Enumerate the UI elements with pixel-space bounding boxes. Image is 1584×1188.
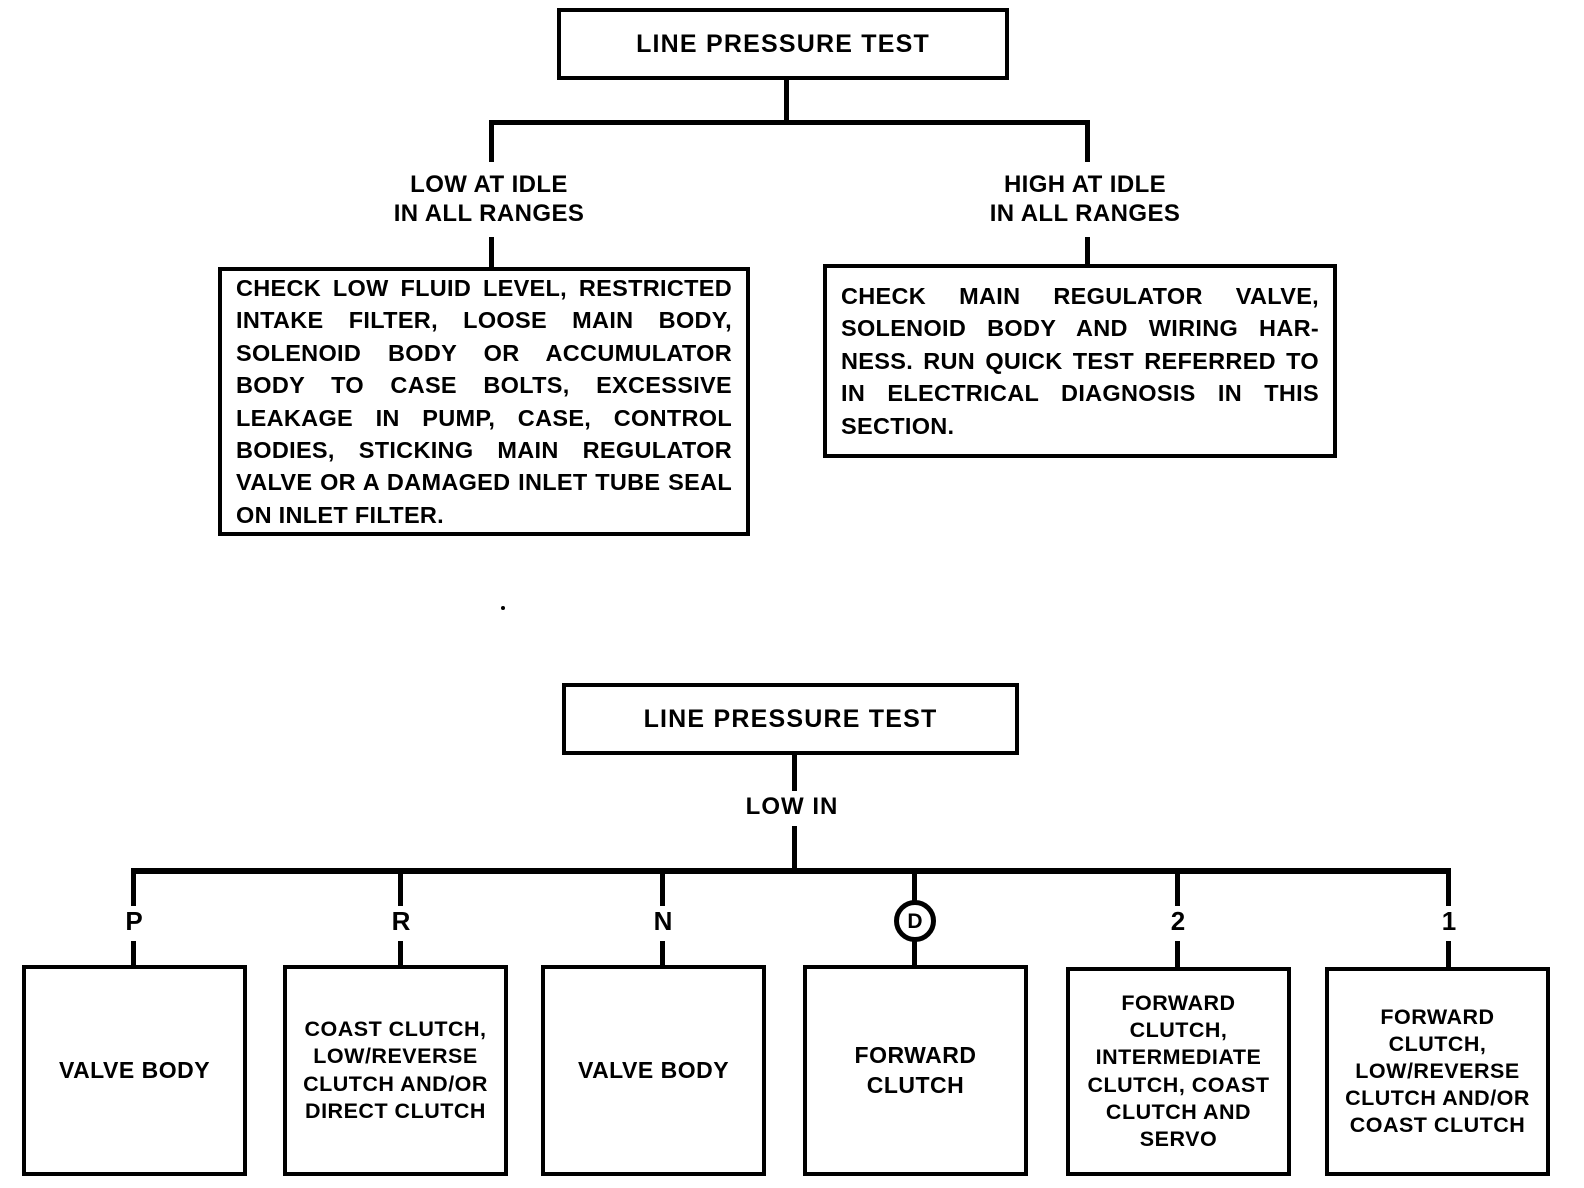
chart2-result-box-d: FORWARD CLUTCH (803, 965, 1028, 1176)
chart2-result-box-p: VALVE BODY (22, 965, 247, 1176)
chart1-right-branch-line-bottom (1085, 237, 1090, 269)
chart2-result-text-p: VALVE BODY (58, 1056, 211, 1083)
chart2-result-text-r: COAST CLUTCH, LOW/REVERSE CLUTCH AND/OR … (303, 1017, 488, 1123)
chart2-result-box-2: FORWARD CLUTCH, INTERMEDIATE CLUTCH, COA… (1066, 967, 1291, 1176)
chart2-gear-label-2: 2 (1170, 906, 1186, 936)
chart2-branch-line-p-top (131, 868, 136, 906)
chart2-gear-label-d-circle: D (894, 900, 936, 942)
chart1-right-result-box: CHECK MAIN REGULATOR VALVE, SOLENOID BOD… (823, 264, 1337, 458)
print-speck (501, 606, 505, 610)
chart2-gear-label-n: N (653, 906, 673, 936)
chart1-left-branch-line-top (489, 120, 494, 162)
chart2-branch-line-r-top (398, 868, 403, 906)
chart2-branch-line-n-top (660, 868, 665, 906)
chart2-branch-line-2-top (1175, 868, 1180, 906)
chart2-branch-line-2-bottom (1175, 941, 1180, 969)
chart1-left-result-text: CHECK LOW FLUID LEVEL, RESTRICTED INTAKE… (236, 274, 732, 528)
chart2-branch-line-1-top (1446, 868, 1451, 906)
chart1-left-branch-line-bottom (489, 237, 494, 269)
chart2-gear-label-r: R (391, 906, 411, 936)
chart1-left-result-box: CHECK LOW FLUID LEVEL, RESTRICTED INTAKE… (218, 267, 750, 536)
chart2-branch-line-r-bottom (398, 941, 403, 967)
chart1-root-box: LINE PRESSURE TEST (557, 8, 1009, 80)
chart2-branch-line-1-bottom (1446, 941, 1451, 969)
chart2-branch-line-d-bottom (912, 940, 917, 968)
chart2-gear-label-1: 1 (1441, 906, 1457, 936)
chart2-root-label: LINE PRESSURE TEST (643, 704, 938, 733)
chart2-result-text-1: FORWARD CLUTCH, LOW/REVERSE CLUTCH AND/O… (1345, 1004, 1530, 1138)
chart2-result-text-2: FORWARD CLUTCH, INTERMEDIATE CLUTCH, COA… (1087, 991, 1270, 1151)
chart1-right-branch-label: HIGH AT IDLE IN ALL RANGES (989, 171, 1181, 228)
chart2-branch-line-n-bottom (660, 941, 665, 967)
chart1-right-result-text: CHECK MAIN REGULATOR VALVE, SOLENOID BOD… (841, 282, 1319, 439)
chart1-left-branch-label: LOW AT IDLE IN ALL RANGES (393, 171, 585, 228)
chart2-branch-line-d-top (912, 868, 917, 904)
chart2-result-box-r: COAST CLUTCH, LOW/REVERSE CLUTCH AND/OR … (283, 965, 508, 1176)
chart2-distribution-bus (131, 868, 1451, 874)
chart1-root-label: LINE PRESSURE TEST (636, 29, 930, 58)
chart2-condition-stem (792, 826, 797, 870)
chart2-result-text-d: FORWARD CLUTCH (854, 1041, 977, 1098)
chart2-result-box-1: FORWARD CLUTCH, LOW/REVERSE CLUTCH AND/O… (1325, 967, 1550, 1176)
chart2-gear-label-d: D (907, 909, 923, 933)
chart2-result-text-n: VALVE BODY (577, 1056, 730, 1083)
chart1-root-stem (784, 80, 789, 122)
chart2-root-box: LINE PRESSURE TEST (562, 683, 1019, 755)
chart1-right-branch-line-top (1085, 120, 1090, 162)
chart2-root-stem (792, 755, 797, 791)
chart2-branch-line-p-bottom (131, 941, 136, 967)
chart2-gear-label-p: P (125, 906, 143, 936)
chart1-split-bar (489, 120, 1090, 125)
chart2-result-box-n: VALVE BODY (541, 965, 766, 1176)
chart2-condition-label: LOW IN (745, 793, 839, 820)
